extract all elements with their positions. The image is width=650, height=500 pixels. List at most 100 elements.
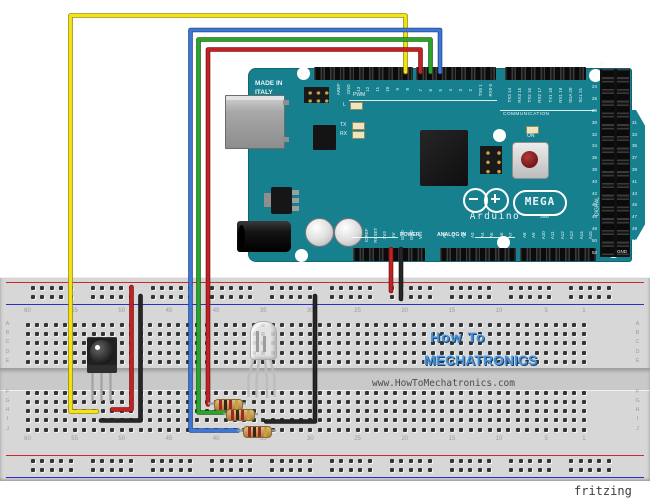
breadboard-hole[interactable]: [449, 332, 454, 337]
breadboard-hole[interactable]: [544, 418, 549, 423]
breadboard-hole[interactable]: [497, 400, 501, 404]
breadboard-hole[interactable]: [440, 341, 445, 346]
breadboard-hole[interactable]: [581, 390, 586, 395]
breadboard-hole[interactable]: [59, 285, 64, 290]
breadboard-hole[interactable]: [459, 323, 464, 327]
breadboard-hole[interactable]: [581, 400, 586, 404]
breadboard-hole[interactable]: [506, 400, 511, 404]
breadboard-hole[interactable]: [348, 467, 353, 472]
breadboard-hole[interactable]: [544, 409, 549, 414]
breadboard-hole[interactable]: [581, 323, 586, 327]
breadboard-hole[interactable]: [53, 427, 58, 432]
breadboard-hole[interactable]: [53, 418, 58, 423]
breadboard-hole[interactable]: [427, 458, 432, 463]
breadboard-hole[interactable]: [534, 359, 539, 364]
breadboard-hole[interactable]: [59, 467, 64, 472]
breadboard-hole[interactable]: [497, 350, 501, 355]
breadboard-hole[interactable]: [477, 467, 482, 472]
breadboard-hole[interactable]: [518, 467, 523, 472]
breadboard-hole[interactable]: [459, 294, 464, 299]
breadboard-hole[interactable]: [418, 458, 423, 463]
breadboard-hole[interactable]: [515, 400, 520, 404]
breadboard-hole[interactable]: [63, 400, 68, 404]
breadboard-hole[interactable]: [389, 458, 394, 463]
breadboard-hole[interactable]: [148, 427, 153, 432]
breadboard-hole[interactable]: [478, 418, 483, 423]
analog-header-a8-a15[interactable]: [520, 248, 596, 261]
breadboard-hole[interactable]: [34, 341, 39, 346]
breadboard-hole[interactable]: [468, 467, 473, 472]
breadboard-hole[interactable]: [563, 359, 567, 364]
breadboard-hole[interactable]: [497, 409, 501, 414]
breadboard-hole[interactable]: [49, 467, 54, 472]
breadboard-hole[interactable]: [537, 294, 542, 299]
breadboard-hole[interactable]: [572, 418, 577, 423]
breadboard-hole[interactable]: [569, 458, 574, 463]
breadboard-hole[interactable]: [572, 400, 577, 404]
breadboard-hole[interactable]: [459, 332, 464, 337]
breadboard-hole[interactable]: [477, 458, 482, 463]
breadboard-hole[interactable]: [34, 323, 39, 327]
breadboard-hole[interactable]: [563, 400, 567, 404]
breadboard-hole[interactable]: [459, 390, 464, 395]
breadboard-hole[interactable]: [515, 341, 520, 346]
breadboard-hole[interactable]: [44, 323, 49, 327]
breadboard-hole[interactable]: [90, 467, 95, 472]
breadboard-hole[interactable]: [34, 418, 39, 423]
breadboard-hole[interactable]: [459, 400, 464, 404]
breadboard-hole[interactable]: [515, 418, 520, 423]
breadboard-hole[interactable]: [477, 285, 482, 290]
breadboard-hole[interactable]: [572, 332, 577, 337]
breadboard-hole[interactable]: [449, 400, 454, 404]
breadboard-hole[interactable]: [572, 409, 577, 414]
breadboard-hole[interactable]: [468, 332, 473, 337]
breadboard-hole[interactable]: [25, 323, 30, 327]
breadboard-hole[interactable]: [82, 418, 87, 423]
breadboard-hole[interactable]: [348, 458, 353, 463]
breadboard-hole[interactable]: [588, 467, 593, 472]
breadboard-hole[interactable]: [468, 285, 473, 290]
breadboard-hole[interactable]: [509, 458, 514, 463]
breadboard-hole[interactable]: [547, 467, 552, 472]
breadboard-hole[interactable]: [339, 458, 344, 463]
breadboard-hole[interactable]: [31, 285, 35, 290]
breadboard-hole[interactable]: [534, 390, 539, 395]
breadboard-hole[interactable]: [185, 427, 190, 432]
breadboard-hole[interactable]: [525, 427, 530, 432]
breadboard-hole[interactable]: [440, 418, 445, 423]
breadboard-hole[interactable]: [289, 458, 294, 463]
breadboard-hole[interactable]: [563, 323, 567, 327]
breadboard-hole[interactable]: [449, 390, 454, 395]
breadboard-hole[interactable]: [449, 409, 454, 414]
breadboard-hole[interactable]: [25, 350, 30, 355]
breadboard-hole[interactable]: [298, 467, 303, 472]
breadboard-hole[interactable]: [553, 323, 558, 327]
breadboard-hole[interactable]: [427, 467, 432, 472]
breadboard-hole[interactable]: [34, 359, 39, 364]
breadboard-hole[interactable]: [34, 409, 39, 414]
breadboard-hole[interactable]: [553, 341, 558, 346]
breadboard-hole[interactable]: [506, 359, 511, 364]
breadboard-hole[interactable]: [440, 390, 445, 395]
breadboard-hole[interactable]: [399, 467, 404, 472]
breadboard-hole[interactable]: [119, 467, 124, 472]
breadboard-hole[interactable]: [298, 458, 303, 463]
breadboard-hole[interactable]: [157, 427, 162, 432]
breadboard-hole[interactable]: [459, 409, 464, 414]
breadboard-hole[interactable]: [487, 418, 492, 423]
breadboard-hole[interactable]: [509, 467, 514, 472]
breadboard-hole[interactable]: [53, 341, 58, 346]
breadboard-hole[interactable]: [506, 341, 511, 346]
breadboard-hole[interactable]: [449, 359, 454, 364]
breadboard-hole[interactable]: [279, 458, 284, 463]
breadboard-hole[interactable]: [358, 458, 363, 463]
breadboard-hole[interactable]: [553, 427, 558, 432]
breadboard-hole[interactable]: [487, 359, 492, 364]
breadboard-hole[interactable]: [330, 458, 334, 463]
breadboard-hole[interactable]: [440, 323, 445, 327]
breadboard-hole[interactable]: [487, 285, 492, 290]
breadboard-hole[interactable]: [468, 390, 473, 395]
breadboard-hole[interactable]: [148, 418, 153, 423]
breadboard-hole[interactable]: [525, 400, 530, 404]
breadboard-hole[interactable]: [408, 458, 413, 463]
